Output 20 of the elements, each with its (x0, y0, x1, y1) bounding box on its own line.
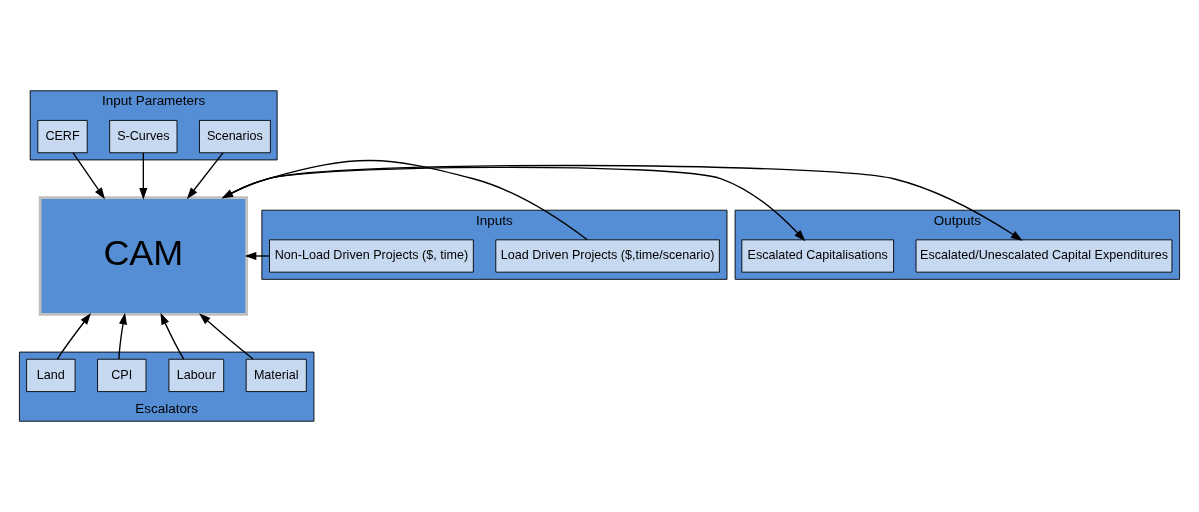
arrow (139, 152, 148, 200)
node-box: Non-Load Driven Projects ($, time) (269, 239, 474, 273)
node-box: S-Curves (109, 119, 178, 154)
node-box: Escalated Capitalisations (741, 239, 895, 273)
arrow (186, 152, 224, 200)
node-box: Scenarios (199, 119, 271, 154)
node-box: CPI (97, 358, 147, 393)
node-box: CERF (37, 119, 88, 154)
node-box: Load Driven Projects ($,time/scenario) (495, 239, 720, 273)
arrow (244, 251, 270, 261)
node-box: Escalated/Unescalated Capital Expenditures (915, 239, 1173, 273)
node-box: CAM (38, 196, 248, 316)
arrow (118, 312, 128, 360)
arrow (160, 312, 185, 360)
arrow (72, 152, 105, 200)
node-box: Land (26, 358, 76, 393)
node-box: Labour (168, 358, 225, 393)
node-box: Material (245, 358, 307, 393)
arrow (199, 313, 254, 360)
arrow (56, 313, 92, 360)
